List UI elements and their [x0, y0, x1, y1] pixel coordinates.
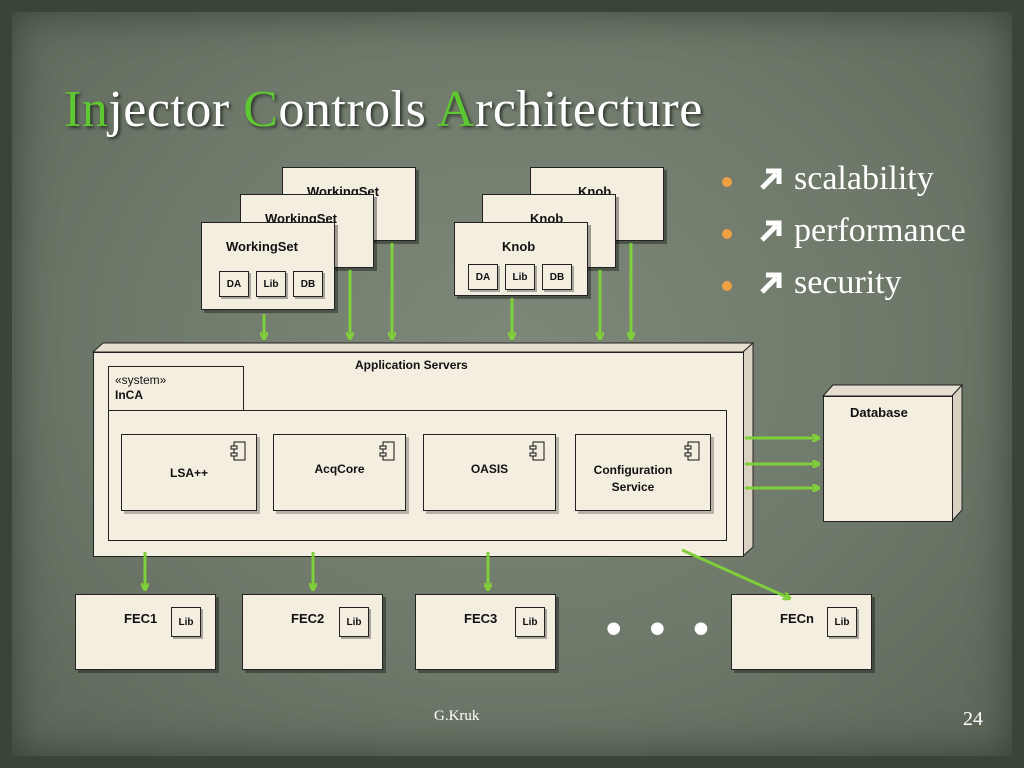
title-part: C [243, 81, 279, 138]
component-lsa: LSA++ [121, 434, 257, 511]
workingset-part-db: DB [293, 271, 323, 297]
knob-part-db: DB [542, 264, 572, 290]
title-part: jector [108, 81, 244, 138]
workingset-box-front: WorkingSet DA Lib DB [201, 222, 335, 310]
database-label: Database [850, 405, 908, 420]
bullet-dot [722, 229, 732, 239]
database-node: Database [823, 396, 953, 522]
title-part: rchitecture [475, 81, 703, 138]
component-icon [529, 441, 545, 461]
title-part: In [64, 81, 109, 138]
fec-node: FEC1 Lib [75, 594, 216, 670]
fec-name: FEC3 [464, 611, 498, 626]
fec-lib: Lib [515, 607, 545, 637]
title-part: A [436, 81, 476, 138]
component-name: LSA++ [169, 466, 208, 480]
component-acqcore: AcqCore [273, 434, 406, 511]
ellipsis: • • • [606, 604, 717, 653]
fec-node: FEC3 Lib [415, 594, 556, 670]
up-right-arrow-icon [760, 272, 782, 294]
knob-box-front: Knob DA Lib DB [454, 222, 588, 296]
fec-name: FECn [780, 611, 814, 626]
up-right-arrow-icon [760, 220, 782, 242]
workingset-part-da: DA [219, 271, 249, 297]
component-icon [230, 441, 246, 461]
bullet-dot [722, 281, 732, 291]
workingset-label: WorkingSet [226, 239, 298, 254]
fec-lib: Lib [827, 607, 857, 637]
slide-title: Injector Controls Architecture [64, 80, 703, 139]
fec-lib: Lib [339, 607, 369, 637]
component-name: Configuration Service [593, 463, 673, 494]
fec-name: FEC2 [291, 611, 325, 626]
fec-node: FECn Lib [731, 594, 872, 670]
inca-name: InCA [115, 388, 143, 402]
bullet-text: security [794, 264, 902, 301]
inca-tab: «system» InCA [108, 366, 244, 411]
fec-lib: Lib [171, 607, 201, 637]
knob-part-da: DA [468, 264, 498, 290]
workingset-part-lib: Lib [256, 271, 286, 297]
bullet-text: scalability [794, 160, 934, 197]
fec-node: FEC2 Lib [242, 594, 383, 670]
fec-name: FEC1 [124, 611, 158, 626]
inca-stereotype: «system» [115, 373, 167, 387]
component-configuration-service: Configuration Service [575, 434, 711, 511]
footer-author: G.Kruk [434, 708, 480, 724]
component-icon [379, 441, 395, 461]
bullet-dot [722, 177, 732, 187]
bullet-text: performance [794, 212, 966, 249]
page-number: 24 [963, 708, 983, 730]
knob-part-lib: Lib [505, 264, 535, 290]
up-right-arrow-icon [760, 168, 782, 190]
knob-label: Knob [502, 239, 536, 254]
component-oasis: OASIS [423, 434, 556, 511]
component-name: OASIS [470, 462, 509, 476]
application-servers-label: Application Servers [355, 358, 468, 372]
component-icon [684, 441, 700, 461]
component-name: AcqCore [314, 462, 365, 476]
title-part: ontrols [278, 81, 437, 138]
